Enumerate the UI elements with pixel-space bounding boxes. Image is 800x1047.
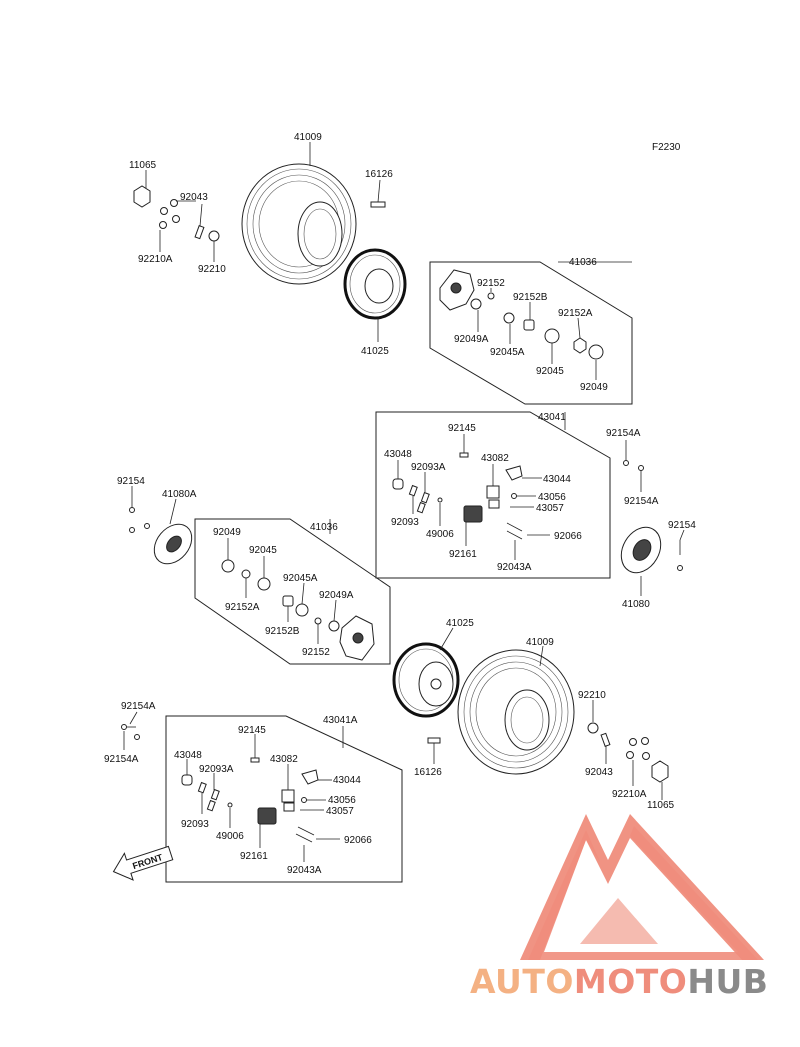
label-41009-top: 41009 — [294, 132, 322, 143]
label-92152-tr: 92152 — [477, 278, 505, 289]
brake-disc-right — [620, 460, 683, 574]
label-92154-r: 92154 — [668, 520, 696, 531]
label-43044-b: 43044 — [333, 775, 361, 786]
label-41025-bot: 41025 — [446, 618, 474, 629]
label-92045a-tr: 92045A — [490, 347, 525, 358]
label-92210a-bot: 92210A — [612, 789, 647, 800]
brand-part-auto: AUTO — [470, 962, 574, 1001]
leaders-top-right — [477, 288, 597, 380]
label-92045-m: 92045 — [249, 545, 277, 556]
lug-nuts-bottom — [587, 722, 669, 783]
screws-bottom-left — [121, 724, 140, 740]
figure-code: F2230 — [652, 142, 681, 153]
label-11065-top: 11065 — [129, 160, 157, 171]
hub-box-middle — [194, 518, 391, 665]
label-92145-u: 92145 — [448, 423, 476, 434]
label-43041a: 43041A — [323, 715, 358, 726]
label-43082-b: 43082 — [270, 754, 298, 765]
leaders-right-disc — [625, 440, 685, 596]
label-92043a-b: 92043A — [287, 865, 322, 876]
label-92066-u: 92066 — [554, 531, 582, 542]
label-92154a-l1: 92154A — [121, 701, 156, 712]
leaders-upper-brake — [397, 434, 550, 560]
brand-logo-icon — [520, 814, 764, 960]
label-92043a-u: 92043A — [497, 562, 532, 573]
brand-wordmark: AUTOMOTOHUB — [470, 962, 768, 1001]
leaders-bottom-wheel — [433, 627, 663, 800]
front-arrow-icon: FRONT — [112, 845, 174, 881]
label-11065-bot: 11065 — [647, 800, 675, 811]
label-92145-b: 92145 — [238, 725, 266, 736]
label-16126-top: 16126 — [365, 169, 393, 180]
label-92093-u: 92093 — [391, 517, 419, 528]
label-92045-tr: 92045 — [536, 366, 564, 377]
brand-part-moto: MOTO — [573, 962, 688, 1001]
label-92152a-tr: 92152A — [558, 308, 593, 319]
leaders-left-disc — [131, 486, 177, 525]
label-92154-l: 92154 — [117, 476, 145, 487]
wheel-rim-top — [343, 248, 407, 320]
label-92043-bot: 92043 — [585, 767, 613, 778]
label-41080: 41080 — [622, 599, 650, 610]
brake-parts-upper — [392, 452, 530, 540]
hub-parts-middle — [221, 559, 375, 661]
label-43057-u: 43057 — [536, 503, 564, 514]
label-92049-tr: 92049 — [580, 382, 608, 393]
label-92152a-m: 92152A — [225, 602, 260, 613]
leaders-top-left — [145, 142, 381, 342]
label-92152b-tr: 92152B — [513, 292, 548, 303]
hub-parts-top — [439, 269, 604, 360]
label-92152-m: 92152 — [302, 647, 330, 658]
label-92154a-r1: 92154A — [606, 428, 641, 439]
label-92161-u: 92161 — [449, 549, 477, 560]
label-92049a-tr: 92049A — [454, 334, 489, 345]
label-92154a-r2: 92154A — [624, 496, 659, 507]
label-92045a-m: 92045A — [283, 573, 318, 584]
hub-box-top — [429, 261, 633, 405]
label-16126-bot: 16126 — [414, 767, 442, 778]
label-43082-u: 43082 — [481, 453, 509, 464]
label-43048-u: 43048 — [384, 449, 412, 460]
leaders-middle-hub — [227, 538, 337, 644]
tire-bottom — [457, 649, 575, 775]
label-49006-u: 49006 — [426, 529, 454, 540]
label-41025-top: 41025 — [361, 346, 389, 357]
brake-disc-left — [129, 507, 193, 565]
label-92043-top: 92043 — [180, 192, 208, 203]
label-92093a-u: 92093A — [411, 462, 446, 473]
label-43056-u: 43056 — [538, 492, 566, 503]
label-92049-m: 92049 — [213, 527, 241, 538]
leaders-lower-brake — [186, 734, 340, 862]
label-41080a: 41080A — [162, 489, 197, 500]
label-49006-b: 49006 — [216, 831, 244, 842]
label-92154a-l2: 92154A — [104, 754, 139, 765]
label-92210-top: 92210 — [198, 264, 226, 275]
label-43044-u: 43044 — [543, 474, 571, 485]
label-92066-b: 92066 — [344, 835, 372, 846]
label-41036-mid: 41036 — [310, 522, 338, 533]
label-41036-top: 41036 — [569, 257, 597, 268]
label-92049a-m: 92049A — [319, 590, 354, 601]
valve-16126-bottom — [427, 737, 441, 744]
label-92093-b: 92093 — [181, 819, 209, 830]
label-43041: 43041 — [538, 412, 566, 423]
label-92210a-top: 92210A — [138, 254, 173, 265]
leaders-bottom-screws — [123, 711, 138, 750]
label-43056-b: 43056 — [328, 795, 356, 806]
label-92093a-b: 92093A — [199, 764, 234, 775]
lug-nuts-top — [133, 185, 220, 242]
tire-top — [241, 163, 357, 285]
brake-box-upper — [375, 411, 611, 579]
label-43048-b: 43048 — [174, 750, 202, 761]
label-41009-bot: 41009 — [526, 637, 554, 648]
brand-part-hub: HUB — [687, 962, 769, 1001]
label-43057-b: 43057 — [326, 806, 354, 817]
wheel-rim-bottom — [392, 642, 460, 718]
label-92152b-m: 92152B — [265, 626, 300, 637]
valve-16126-top — [370, 201, 386, 208]
label-92210-bot: 92210 — [578, 690, 606, 701]
label-92161-b: 92161 — [240, 851, 268, 862]
brake-parts-lower — [181, 757, 320, 843]
